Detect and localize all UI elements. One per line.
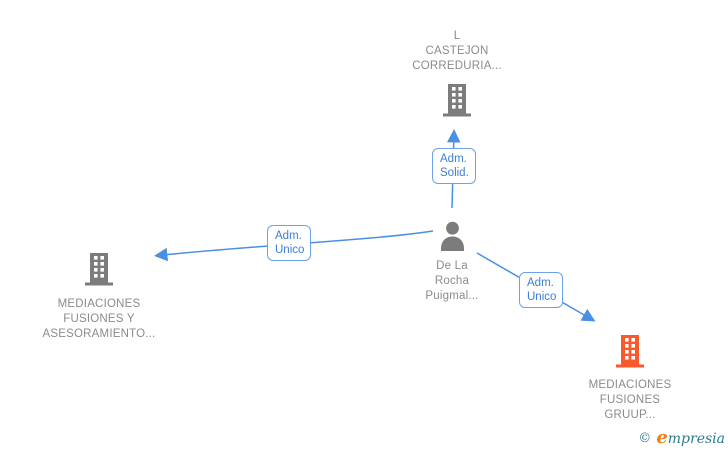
node-label-line: MEDIACIONES [588,379,672,391]
node-label-line: MEDIACIONES [57,298,141,310]
edge-label-line: Adm. [527,277,554,289]
edge-label-line: Adm. [275,230,302,242]
edge-label-adm-unico-right[interactable]: Adm. Unico [519,272,563,308]
copyright-symbol: © [638,431,652,446]
edge-label-line: Unico [275,244,305,256]
node-label-line: Rocha [434,275,470,287]
node-label-line: De La [436,260,468,272]
empresia-logo[interactable]: © empresia [638,427,725,448]
edge-label-line: Adm. [440,153,467,165]
edge-label-line: Unico [527,291,557,303]
edge-label-adm-unico-left[interactable]: Adm. Unico [267,225,311,261]
brand-text: mpresia [667,431,725,447]
node-label-line: CORREDURIA... [412,60,502,72]
node-label: L CASTEJON CORREDURIA... [377,29,537,74]
node-mediaciones-fusiones-asesoramiento[interactable]: MEDIACIONES FUSIONES Y ASESORAMIENTO... [19,253,179,342]
node-label-line: FUSIONES [599,394,661,406]
node-l-castejon-correduria[interactable]: L CASTEJON CORREDURIA... [377,29,537,122]
node-label: MEDIACIONES FUSIONES Y ASESORAMIENTO... [19,297,179,342]
edge-label-line: Solid. [440,167,469,179]
node-label-line: CASTEJON [425,45,489,57]
node-label-line: ASESORAMIENTO... [42,328,156,340]
node-label: De La Rocha Puigmal... [372,259,532,304]
brand-letter-e: e [656,427,668,448]
node-label: MEDIACIONES FUSIONES GRUUP... [550,378,710,423]
node-label-line: Puigmal... [425,290,479,302]
edge-label-adm-solid[interactable]: Adm. Solid. [432,148,476,184]
building-icon [615,335,645,373]
person-icon [436,221,469,256]
node-de-la-rocha-puigmal[interactable]: De La Rocha Puigmal... [372,221,532,304]
node-label-line: GRUUP... [604,409,656,421]
node-mediaciones-fusiones-gruup[interactable]: MEDIACIONES FUSIONES GRUUP... [550,335,710,423]
building-icon [442,84,472,122]
node-label-line: L [453,30,461,42]
building-icon [84,253,114,291]
node-label-line: FUSIONES Y [63,313,135,325]
